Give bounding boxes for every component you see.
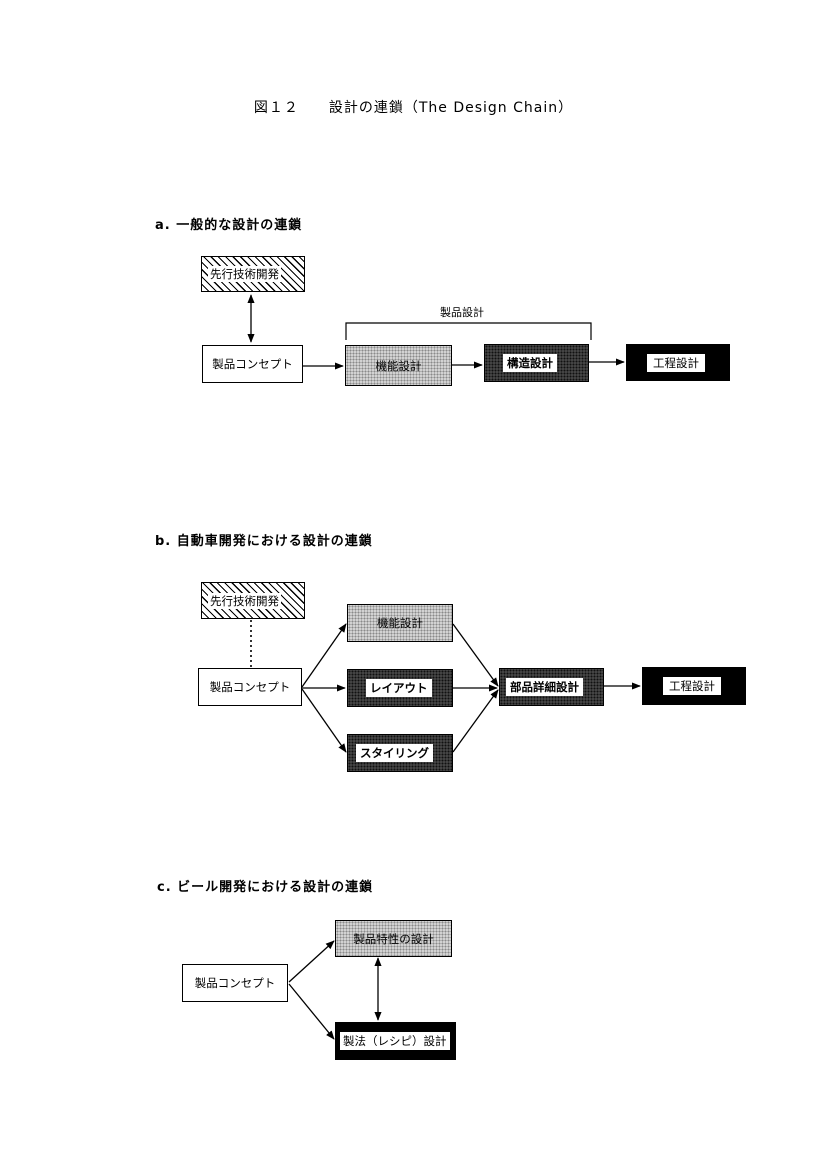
section-b-heading: b. 自動車開発における設計の連鎖 — [155, 534, 373, 549]
functional-design-box-b: 機能設計 — [347, 604, 453, 642]
advance-tech-label-a: 先行技術開発 — [208, 266, 281, 282]
product-concept-label-a: 製品コンセプト — [212, 357, 293, 371]
process-design-label-b: 工程設計 — [663, 677, 721, 695]
product-concept-label-b: 製品コンセプト — [209, 680, 291, 694]
product-concept-box-a: 製品コンセプト — [202, 345, 303, 383]
arrow-concept-functional-b — [301, 623, 347, 688]
parts-detail-design-label-b: 部品詳細設計 — [506, 678, 583, 696]
arrow-styling-parts-b — [452, 689, 499, 753]
product-characteristics-box-c: 製品特性の設計 — [335, 920, 452, 957]
process-design-box-a: 工程設計 — [626, 344, 730, 381]
advance-tech-label-b: 先行技術開発 — [208, 592, 281, 609]
functional-design-label-b: 機能設計 — [377, 616, 423, 630]
styling-label-b: スタイリング — [356, 744, 433, 762]
recipe-design-box-c: 製法（レシピ）設計 — [335, 1022, 456, 1060]
process-design-box-b: 工程設計 — [642, 667, 746, 705]
styling-box-b: スタイリング — [347, 734, 453, 772]
product-design-bracket — [345, 322, 592, 340]
process-design-label-a: 工程設計 — [647, 353, 705, 372]
arrow-functional-parts-b — [452, 623, 499, 687]
structural-design-label-a: 構造設計 — [503, 354, 557, 372]
arrow-concept-recipe-c — [288, 983, 335, 1040]
product-design-label: 製品設計 — [440, 306, 484, 319]
structural-design-box-a: 構造設計 — [484, 344, 589, 382]
product-concept-box-c: 製品コンセプト — [182, 964, 288, 1002]
layout-label-b: レイアウト — [366, 679, 432, 697]
product-characteristics-label-c: 製品特性の設計 — [353, 931, 434, 946]
product-concept-label-c: 製品コンセプト — [194, 976, 276, 990]
functional-design-label-a: 機能設計 — [375, 358, 422, 373]
product-concept-box-b: 製品コンセプト — [198, 668, 302, 706]
section-c-heading: c. ビール開発における設計の連鎖 — [157, 880, 374, 895]
figure-title: 図１２ 設計の連鎖（The Design Chain） — [253, 100, 574, 116]
arrow-concept-styling-b — [301, 688, 347, 753]
section-a-heading: a. 一般的な設計の連鎖 — [155, 218, 303, 233]
advance-tech-box-a: 先行技術開発 — [201, 256, 305, 292]
recipe-design-label-c: 製法（レシピ）設計 — [340, 1032, 450, 1050]
parts-detail-design-box-b: 部品詳細設計 — [499, 668, 604, 706]
advance-tech-box-b: 先行技術開発 — [201, 582, 305, 619]
layout-box-b: レイアウト — [347, 669, 453, 707]
arrow-concept-characteristics-c — [288, 940, 335, 983]
functional-design-box-a: 機能設計 — [345, 345, 452, 386]
